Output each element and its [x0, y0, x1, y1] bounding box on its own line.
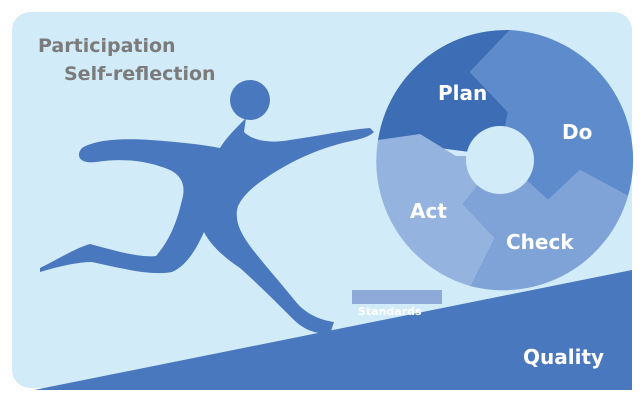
plan-label: Plan [438, 81, 487, 105]
standards-label: Standards [358, 305, 422, 318]
running-person-figure [40, 80, 374, 334]
figure-head [230, 80, 270, 120]
act-label: Act [410, 199, 447, 223]
self-reflection-label: Self-reflection [64, 63, 216, 85]
pdca-wheel [376, 29, 634, 291]
wheel-hub [466, 126, 534, 194]
figure-body [40, 118, 374, 334]
quality-slope [34, 270, 632, 390]
quality-label: Quality [523, 345, 604, 369]
do-label: Do [562, 120, 592, 144]
standards-block [352, 290, 442, 304]
check-label: Check [506, 230, 574, 254]
participation-label: Participation [38, 35, 176, 57]
plan-segment [378, 29, 510, 156]
